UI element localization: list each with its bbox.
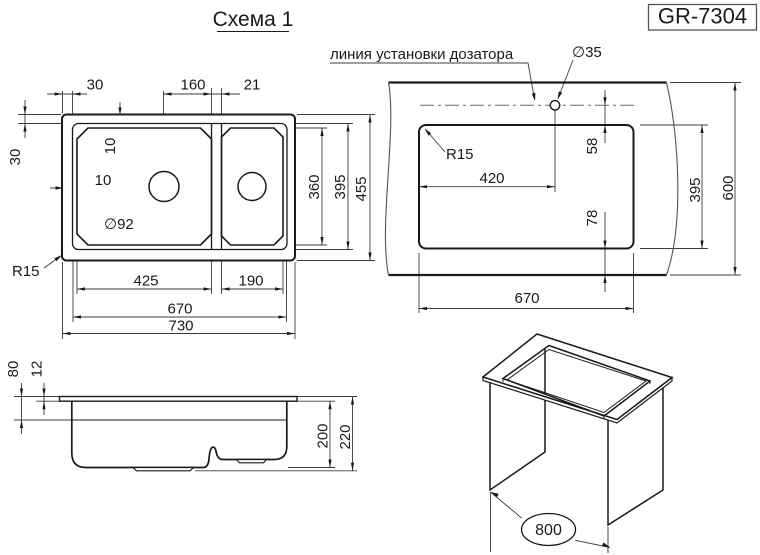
dim-730: 730 <box>168 318 193 335</box>
dispenser-hole <box>549 99 561 111</box>
dim-420: 420 <box>479 170 504 187</box>
model-badge: GR-7304 <box>658 4 747 29</box>
cabinet-cutout-depth-ticks <box>502 378 651 420</box>
dim-670-top: 670 <box>167 301 192 318</box>
dim-78: 78 <box>584 210 601 227</box>
dim-800: 800 <box>535 522 562 539</box>
side-view: 80 12 200 220 <box>5 361 357 472</box>
dim-oval <box>520 512 577 547</box>
cabinet-view: 800 <box>481 333 674 553</box>
dim-360: 360 <box>306 174 323 199</box>
main-drain-hole <box>148 170 180 203</box>
small-drain-hole <box>237 171 267 202</box>
main-bowl-outline <box>76 127 213 246</box>
title-block: Схема 1 GR-7304 <box>213 3 758 32</box>
label-dispenser-line: линия установки дозатора <box>330 46 514 63</box>
top-view: 30 160 21 30 10 10 ∅92 R15 425 190 670 7… <box>7 77 375 339</box>
main-bowl-foot <box>131 466 196 472</box>
dim-395-top: 395 <box>332 174 349 199</box>
label-dispenser-diameter: ∅35 <box>572 44 602 61</box>
break-line-left <box>384 82 392 276</box>
cutout-outline <box>418 124 635 250</box>
dim-200: 200 <box>315 423 332 448</box>
dim-190: 190 <box>238 273 263 290</box>
dim-12: 12 <box>29 361 46 378</box>
dim-10-h: 10 <box>95 172 112 189</box>
dim-160: 160 <box>180 77 205 94</box>
cabinet-dim-lines <box>490 491 611 553</box>
dim-425: 425 <box>133 273 158 290</box>
small-bowl-foot <box>235 458 268 464</box>
label-cutout-radius: R15 <box>446 146 474 163</box>
cutout-view: линия установки дозатора ∅35 R15 420 58 … <box>330 44 741 313</box>
label-sink-radius: R15 <box>12 263 40 280</box>
dim-58: 58 <box>584 138 601 155</box>
sink-body-profile <box>70 401 288 469</box>
dim-21: 21 <box>244 77 261 94</box>
sink-rim-contour <box>71 122 288 251</box>
dim-top-30: 30 <box>87 77 104 94</box>
model-badge-box <box>647 3 758 31</box>
break-line-right <box>665 82 679 276</box>
side-dim-lines <box>14 383 357 472</box>
dim-left-30: 30 <box>7 149 24 166</box>
dim-395-cutout: 395 <box>687 177 704 202</box>
dim-220: 220 <box>337 424 354 449</box>
sink-flange-profile <box>58 395 298 402</box>
label-drain-diameter: ∅92 <box>104 216 134 233</box>
dim-10-v: 10 <box>102 138 119 155</box>
dim-670-cutout: 670 <box>514 290 539 307</box>
dim-80: 80 <box>5 361 22 378</box>
dim-455: 455 <box>353 176 370 201</box>
page-title: Схема 1 <box>213 8 294 31</box>
dim-600: 600 <box>720 175 737 200</box>
cabinet-cutout-lip <box>505 348 648 414</box>
small-bowl-outline <box>220 127 284 246</box>
